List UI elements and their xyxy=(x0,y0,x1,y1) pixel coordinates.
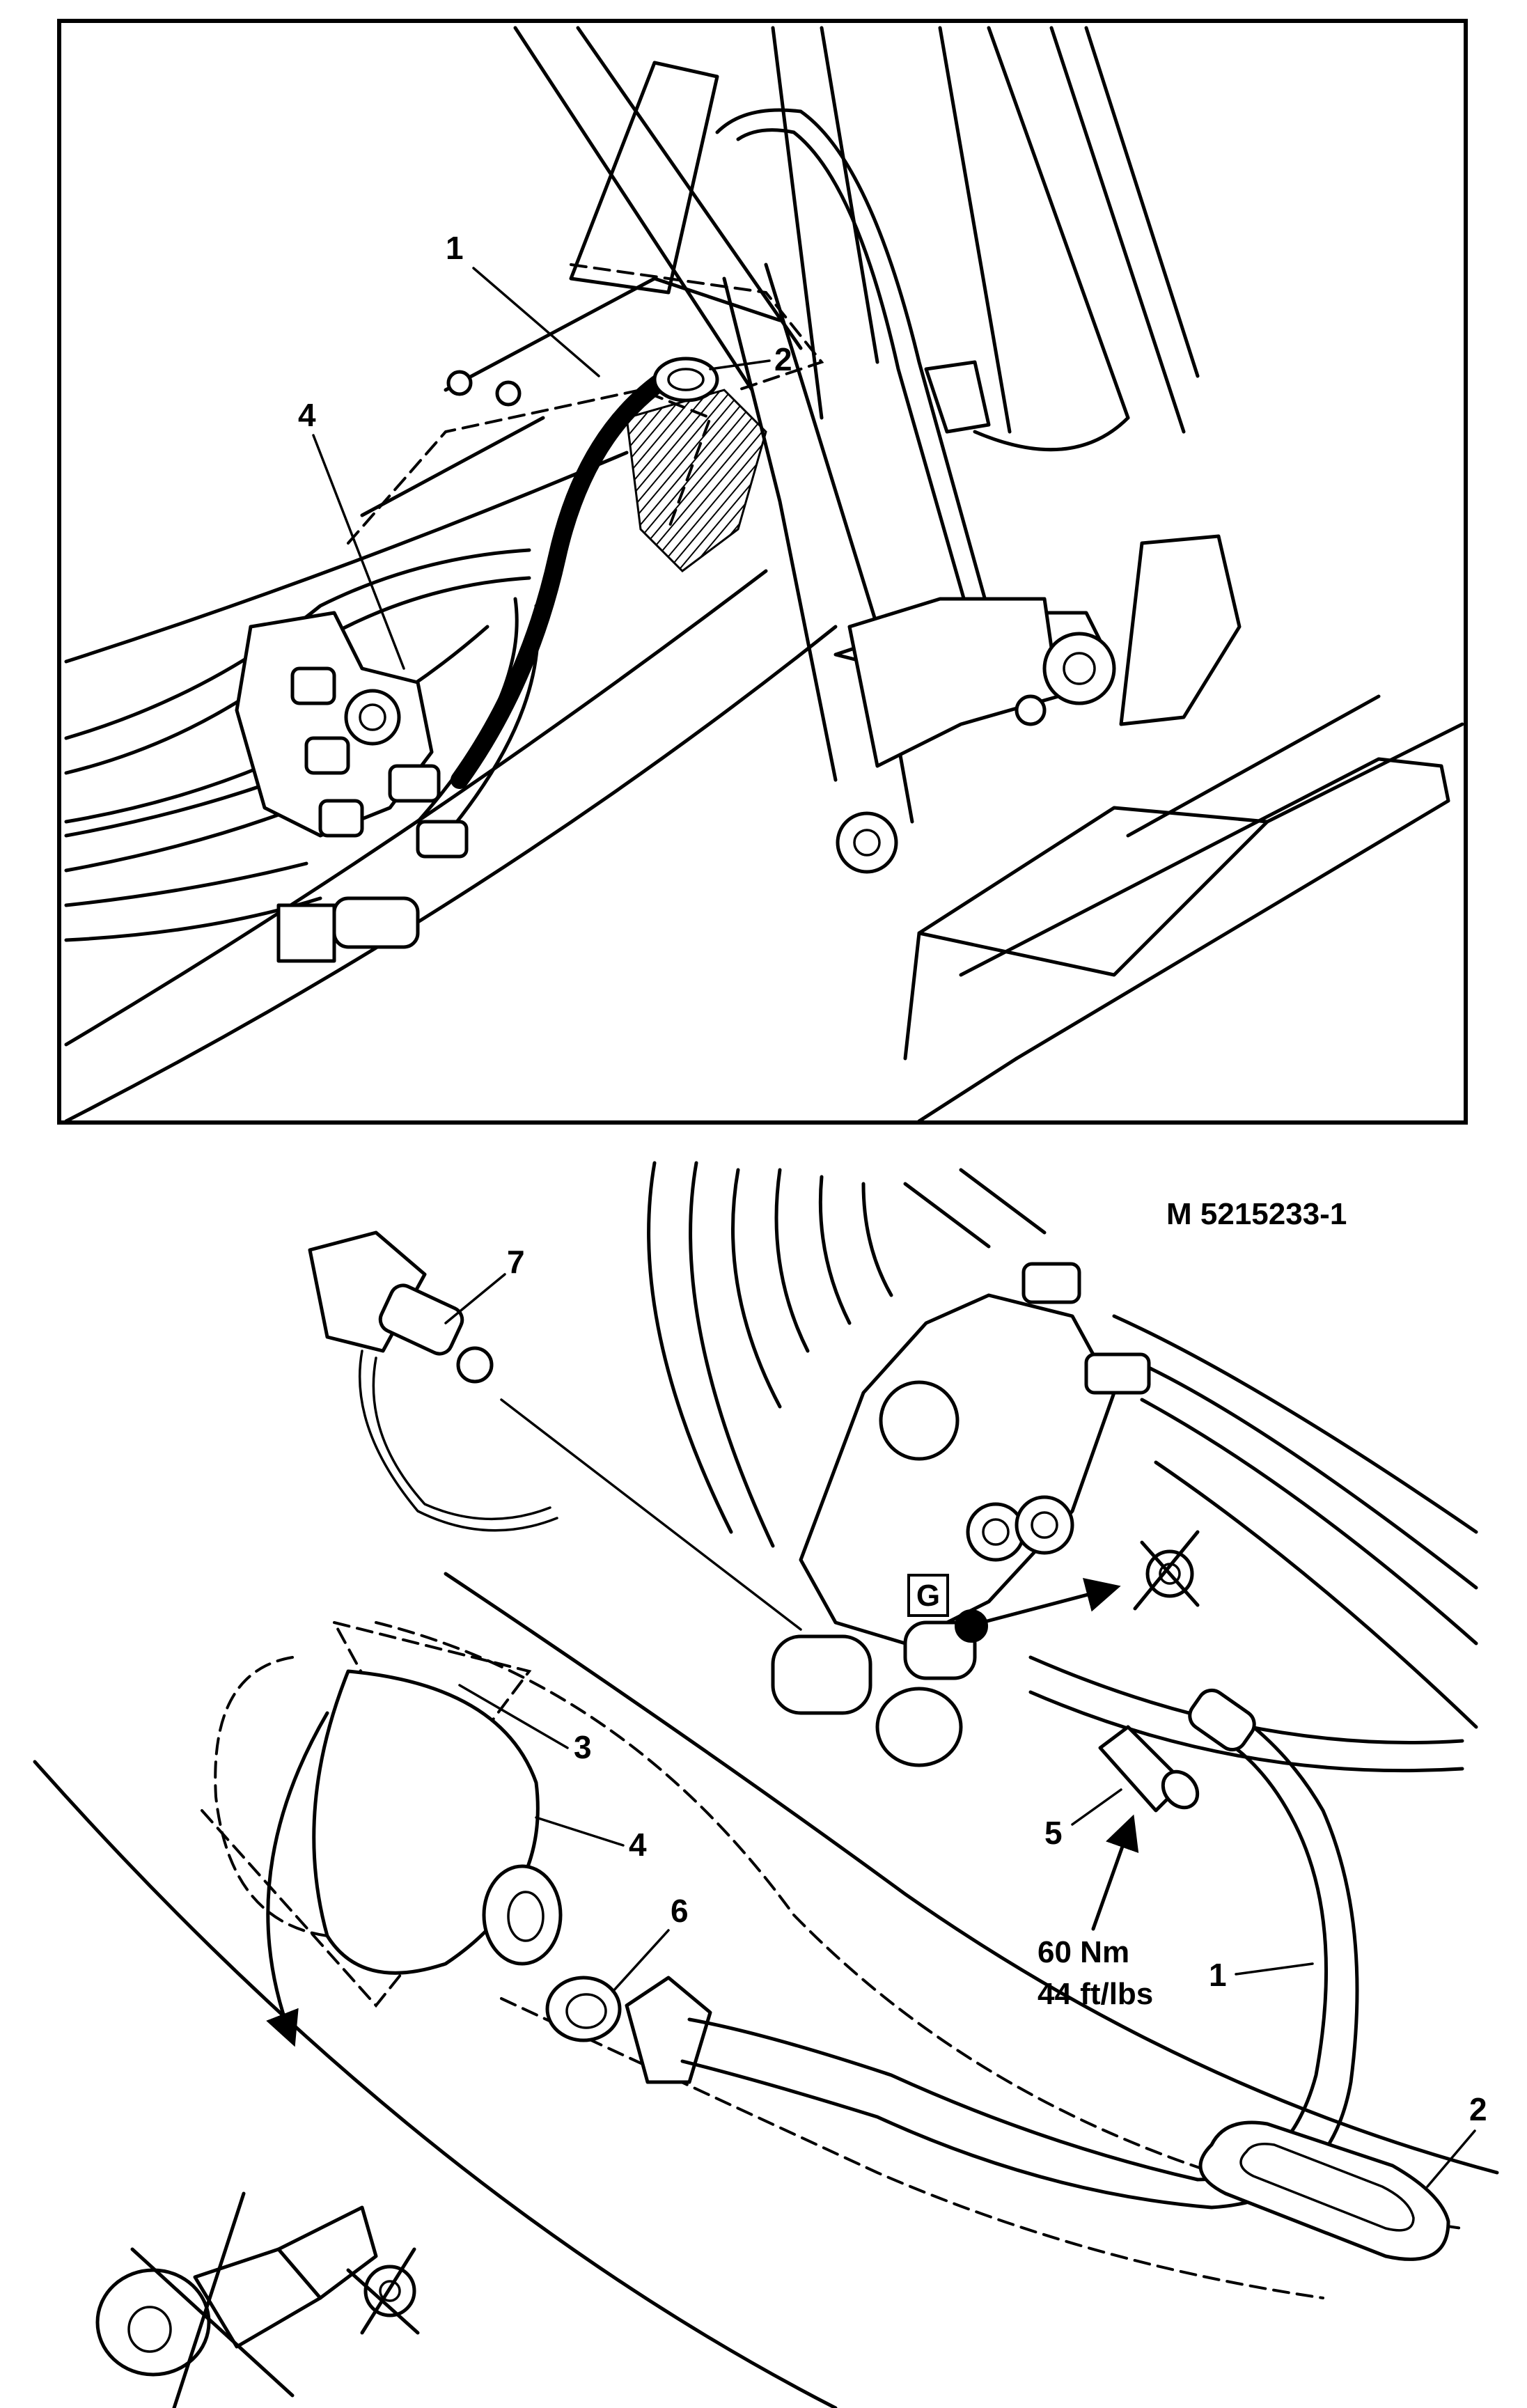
bottom-callout-1: 1 xyxy=(1209,1957,1314,1993)
top-callout-1-label: 1 xyxy=(446,230,464,266)
bottom-callout-1-label: 1 xyxy=(1209,1957,1227,1993)
top-callout-1: 1 xyxy=(446,230,600,377)
torque-spec: 60 Nm 44 ft/lbs xyxy=(1037,1935,1153,2011)
removed-connector xyxy=(95,2191,378,2408)
bottom-callout-2-label: 2 xyxy=(1469,2091,1487,2127)
grommet-top xyxy=(652,357,719,402)
port-g-text: G xyxy=(916,1579,940,1613)
bottom-callout-4-label: 4 xyxy=(629,1827,647,1863)
document-id: M 5215233-1 xyxy=(1166,1197,1347,1231)
bolts-top xyxy=(446,370,522,407)
torque-arrow xyxy=(1091,1814,1139,1931)
removed-small-part xyxy=(346,2247,420,2335)
bottom-callout-6-label: 6 xyxy=(671,1893,689,1929)
top-view-panel: 1 2 4 xyxy=(57,19,1468,1125)
bottom-callout-6: 6 xyxy=(611,1893,689,1993)
removal-arrow xyxy=(266,1711,329,2047)
bottom-callout-5-label: 5 xyxy=(1044,1815,1063,1851)
bottom-callout-7: 7 xyxy=(444,1244,525,1324)
bottom-callout-2: 2 xyxy=(1426,2091,1487,2188)
torque-imperial: 44 ft/lbs xyxy=(1037,1977,1153,2011)
valve-block-bottom xyxy=(771,1262,1151,1767)
adapter-fitting xyxy=(1098,1725,1200,1813)
top-callout-2: 2 xyxy=(709,341,792,377)
bottom-callout-3: 3 xyxy=(458,1684,592,1765)
accumulator xyxy=(201,1620,563,2008)
bottom-callout-4: 4 xyxy=(535,1816,647,1863)
torque-metric: 60 Nm xyxy=(1037,1935,1129,1969)
bottom-view: M 5215233-1 xyxy=(33,1161,1499,2408)
top-view-frame xyxy=(57,19,1468,1125)
hydraulic-hoses-top xyxy=(64,367,678,942)
top-callout-2-label: 2 xyxy=(774,341,792,377)
boom-structure xyxy=(513,26,1464,1123)
bottom-callout-7-label: 7 xyxy=(507,1244,525,1280)
bottom-callout-3-label: 3 xyxy=(574,1729,592,1765)
pressure-sensor xyxy=(308,1230,802,1631)
seal-ring xyxy=(545,1976,622,2042)
top-callout-4: 4 xyxy=(298,397,405,670)
port-g-label: G xyxy=(907,1574,1121,1625)
top-callout-4-label: 4 xyxy=(298,397,316,433)
bottom-callout-5: 5 xyxy=(1044,1788,1122,1851)
valve-block-top xyxy=(235,611,469,963)
grommet-bottom xyxy=(1198,2120,1450,2261)
removed-plug-valve xyxy=(1133,1530,1200,1611)
